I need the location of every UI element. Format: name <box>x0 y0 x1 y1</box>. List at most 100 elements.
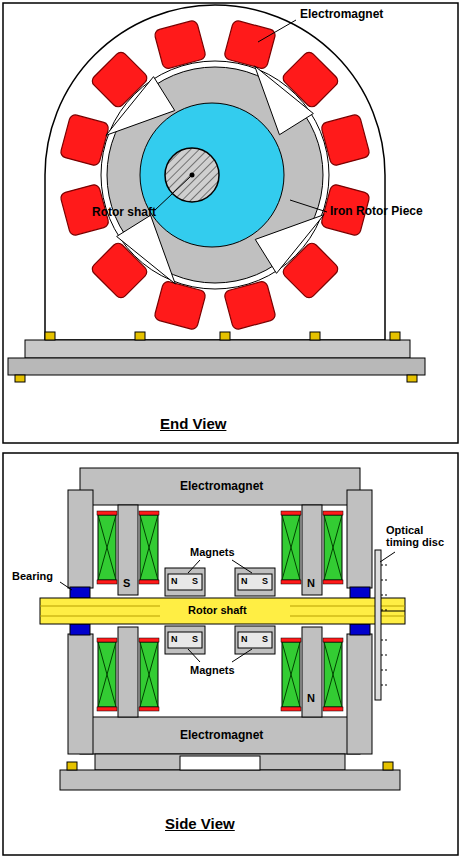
coil <box>140 515 158 580</box>
side-view-panel <box>3 453 458 855</box>
timing-disc-marks <box>381 565 388 685</box>
coil <box>140 642 158 707</box>
disc-mark <box>381 595 388 596</box>
bolts <box>15 332 417 382</box>
magnet-pole: N <box>241 635 248 645</box>
magnet-pole: N <box>171 577 178 587</box>
magnet-pole: S <box>262 577 268 587</box>
disc-mark <box>381 565 388 566</box>
disc-mark <box>381 655 388 656</box>
timing-disc <box>375 550 381 700</box>
part-label: Optical timing disc <box>386 524 456 548</box>
air-gap <box>101 61 329 289</box>
pole-letter: S <box>123 577 130 589</box>
disc-mark <box>381 640 388 641</box>
leader-line <box>188 560 200 573</box>
magnet-pole: S <box>262 635 268 645</box>
coil-cap <box>281 580 301 584</box>
bolt <box>45 332 55 340</box>
bolt <box>67 762 77 770</box>
pole-letter: N <box>307 692 315 704</box>
housing <box>45 5 385 340</box>
coil-cap <box>139 707 159 711</box>
electromagnet-label: Electromagnet <box>300 8 383 21</box>
coil-cross <box>98 515 116 580</box>
coil-cross <box>140 642 158 707</box>
coil <box>282 642 300 707</box>
leader-line <box>380 552 395 562</box>
disc-mark <box>381 610 388 611</box>
disc-mark <box>381 670 388 671</box>
leader-line <box>155 177 190 210</box>
base-recess <box>180 756 260 770</box>
bolt <box>390 332 400 340</box>
coil-cap <box>97 580 117 584</box>
view-title: End View <box>160 416 226 433</box>
part-label: Iron Rotor Piece <box>330 205 423 218</box>
magnet-pole: N <box>241 577 248 587</box>
coil-cross <box>140 515 158 580</box>
electromagnet-ring <box>60 20 371 331</box>
magnet-pole: S <box>192 577 198 587</box>
coil <box>324 515 342 580</box>
coil-cap <box>139 638 159 642</box>
bolt <box>135 332 145 340</box>
shaft-section <box>165 148 219 202</box>
magnet-pole: N <box>171 635 178 645</box>
coil-cap <box>323 638 343 642</box>
shaft-line <box>40 606 160 607</box>
coil-cap <box>323 580 343 584</box>
part-label: Magnets <box>190 664 235 676</box>
coil <box>282 515 300 580</box>
rotor-notches <box>106 66 324 284</box>
coil-cap <box>323 511 343 515</box>
part-label: Rotor shaft <box>92 206 156 219</box>
coil-cap <box>97 638 117 642</box>
coil-cap <box>139 511 159 515</box>
shaft-line <box>40 616 160 617</box>
base-plate <box>25 340 410 358</box>
leader-line <box>290 200 327 212</box>
shaft-line <box>290 616 405 617</box>
coil <box>98 642 116 707</box>
coil-cross <box>324 642 342 707</box>
leader-line <box>232 560 252 573</box>
view-title: Side View <box>165 816 235 833</box>
bolt <box>220 332 230 340</box>
base-plate <box>8 358 425 375</box>
shaft-line <box>290 606 405 607</box>
electromagnet-label: Electromagnet <box>180 480 263 493</box>
coil-cap <box>139 580 159 584</box>
leader-line <box>232 649 252 662</box>
bolt <box>383 762 393 770</box>
bolts <box>67 762 393 770</box>
coil-cap <box>281 511 301 515</box>
coil-cross <box>98 642 116 707</box>
disc-mark <box>381 685 388 686</box>
bolt <box>15 375 25 382</box>
electromagnet-label: Electromagnet <box>180 729 263 742</box>
coil-cap <box>281 707 301 711</box>
shaft-center <box>190 173 195 178</box>
bolt <box>407 375 417 382</box>
coil-cross <box>282 515 300 580</box>
coil-cap <box>97 707 117 711</box>
leader-line <box>60 582 72 590</box>
coil-cap <box>97 511 117 515</box>
coil <box>98 515 116 580</box>
coil <box>324 642 342 707</box>
bolt <box>310 332 320 340</box>
coil-cross <box>282 642 300 707</box>
part-label: Magnets <box>190 546 235 558</box>
magnet-pole: S <box>192 635 198 645</box>
end-view-panel <box>3 3 458 443</box>
coil-cap <box>281 638 301 642</box>
electromagnet-yoke <box>60 468 400 790</box>
rotor-hub <box>140 103 284 247</box>
leader-line <box>258 20 296 42</box>
coil-cap <box>323 707 343 711</box>
pole-letter: N <box>307 577 315 589</box>
leader-line <box>188 649 200 662</box>
keyway <box>380 611 405 612</box>
part-label: Rotor shaft <box>188 604 247 616</box>
